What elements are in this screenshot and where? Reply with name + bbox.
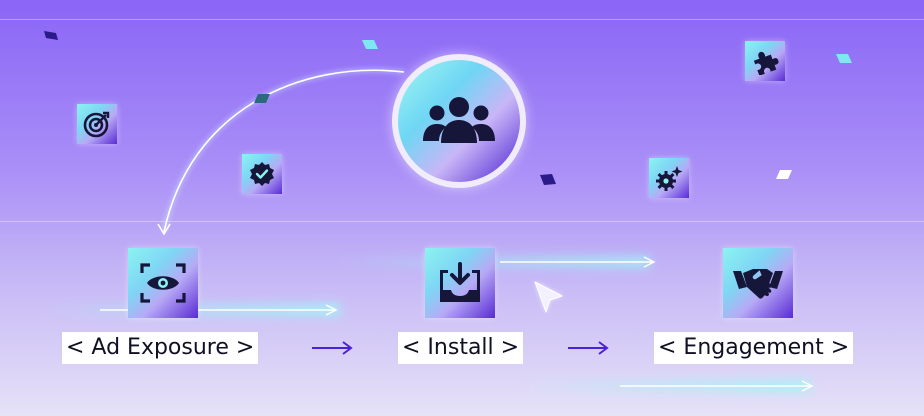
arrow-ad-to-install	[312, 341, 353, 355]
ad-exposure-tile	[128, 248, 198, 318]
stage-label-engagement: < Engagement >	[654, 332, 854, 364]
verified-tile	[242, 154, 282, 194]
confetti	[540, 174, 556, 185]
glow-streak-bottom	[520, 380, 814, 392]
download-tray-icon	[440, 262, 480, 302]
stage-label-install: < Install >	[398, 332, 524, 364]
stage-label-ad-exposure: < Ad Exposure >	[62, 332, 259, 364]
confetti	[776, 170, 792, 179]
top-divider-line	[0, 19, 924, 20]
puzzle-icon	[753, 51, 779, 75]
verified-badge-icon	[250, 162, 274, 186]
arrow-install-to-engagement	[568, 341, 609, 355]
confetti	[836, 54, 852, 63]
gears-icon	[656, 166, 683, 191]
install-tile	[425, 248, 495, 318]
users-circle	[392, 54, 526, 188]
puzzle-tile	[745, 41, 785, 81]
curved-arrow	[157, 67, 405, 236]
target-icon	[83, 111, 110, 138]
confetti	[254, 94, 270, 103]
gears-tile	[649, 158, 689, 198]
confetti	[362, 40, 378, 49]
handshake-icon	[733, 269, 783, 299]
cursor-icon	[534, 281, 563, 313]
users-group-icon	[423, 97, 495, 143]
target-tile	[77, 104, 117, 144]
confetti	[44, 31, 58, 40]
middle-divider-line	[0, 221, 924, 222]
engagement-tile	[723, 248, 793, 318]
eye-scan-icon	[140, 263, 186, 303]
